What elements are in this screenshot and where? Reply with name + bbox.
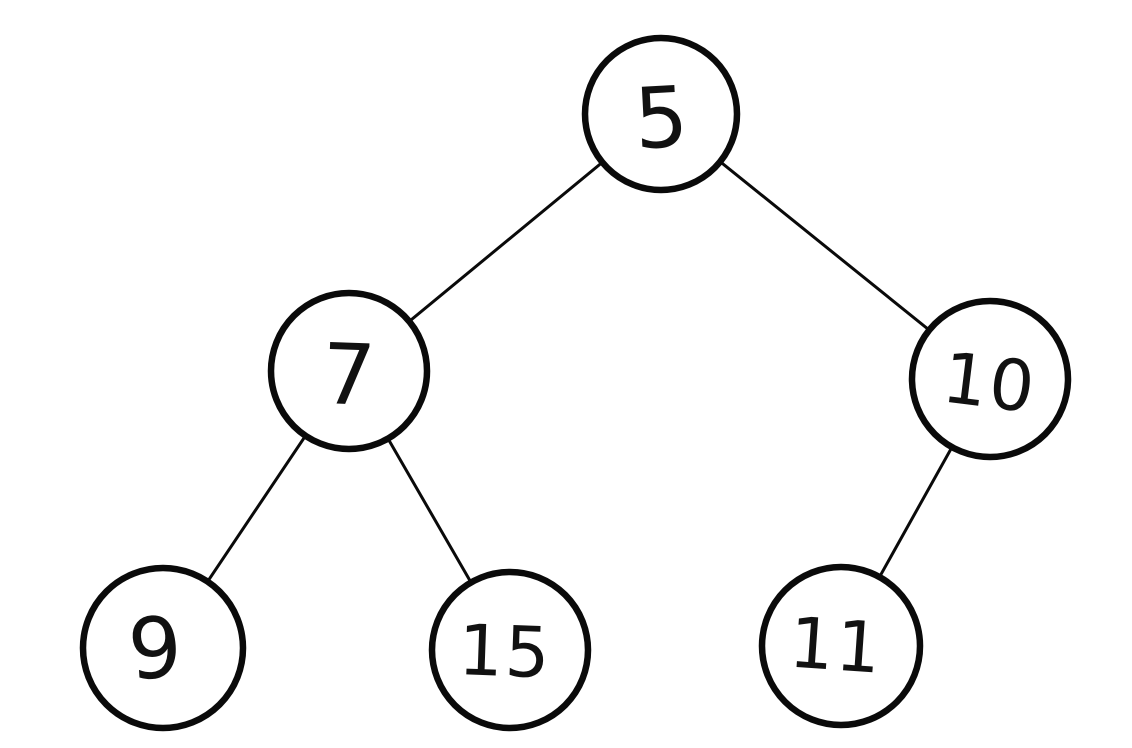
tree-node-right: 10 — [908, 297, 1072, 461]
node-circle — [267, 289, 431, 453]
node-circle — [79, 564, 247, 732]
tree-nodes: 5 7 10 9 15 11 — [79, 34, 1072, 732]
tree-node-right-left: 11 — [758, 563, 924, 729]
node-label: 10 — [938, 337, 1040, 430]
tree-node-root: 5 — [581, 34, 741, 194]
node-label: 7 — [320, 325, 377, 425]
node-circle — [758, 563, 924, 729]
node-circle — [581, 34, 741, 194]
tree-node-left-left: 9 — [79, 564, 247, 732]
node-label: 9 — [125, 598, 185, 699]
node-circle — [908, 297, 1072, 461]
node-label: 5 — [632, 68, 691, 169]
node-label: 15 — [457, 609, 553, 694]
tree-node-left: 7 — [267, 289, 431, 453]
node-circle — [428, 568, 592, 732]
node-label: 11 — [787, 602, 886, 690]
tree-node-left-right: 15 — [428, 568, 592, 732]
